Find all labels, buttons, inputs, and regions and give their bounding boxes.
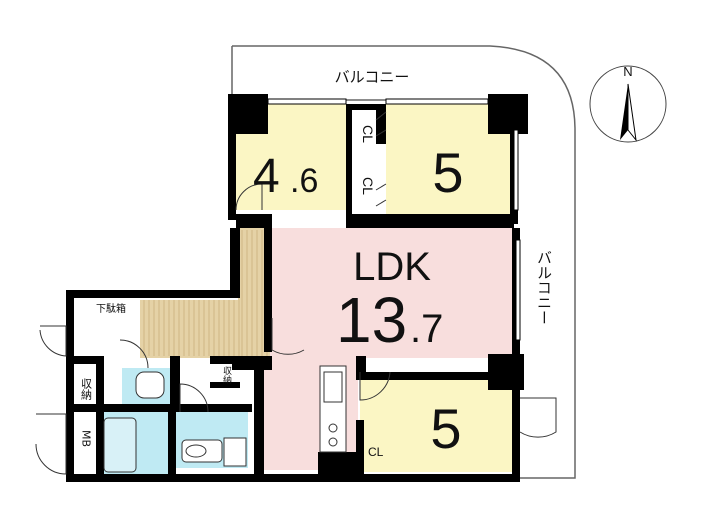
doors [35,111,557,475]
balcony-north-label: バルコニー [335,68,410,86]
entry-floor [140,300,270,358]
compass: N [589,64,667,143]
bedroom-se-floor [360,372,512,472]
fixtures [103,365,347,473]
stove-burner [328,423,338,433]
kitchen-sink [323,371,343,403]
washer-space [223,437,247,467]
bedroom-se-size: 5 [430,397,461,460]
compass-north: N [623,64,632,79]
closet-se-label: CL [368,445,384,459]
walls [66,94,528,482]
bedroom-nw-size-main: 4 [253,150,280,203]
stove-burner [328,437,338,447]
storage-hall-label: 収納 [221,365,232,385]
ldk-name: LDK [353,245,431,289]
bathtub [103,417,137,473]
compass-needle-icon [620,84,628,140]
ldk-floor [270,228,514,358]
bedroom-ne-size: 5 [432,141,463,204]
balcony-east-label: バルコニー [535,250,553,325]
storage-left-label: 収納 [80,378,93,401]
bedroom-nw-size-dec: .6 [290,162,318,200]
closet-lower-label: CL [360,177,376,195]
ldk-size-decimal: .7 [410,307,443,351]
compass-needle-icon [627,83,637,142]
shoe-box-label: 下駄箱 [96,302,126,315]
closet-upper-label: CL [360,125,376,143]
toilet [135,371,165,399]
windows [267,98,521,341]
ldk-size-main: 13 [336,284,407,356]
mb-label: MB [80,430,93,447]
